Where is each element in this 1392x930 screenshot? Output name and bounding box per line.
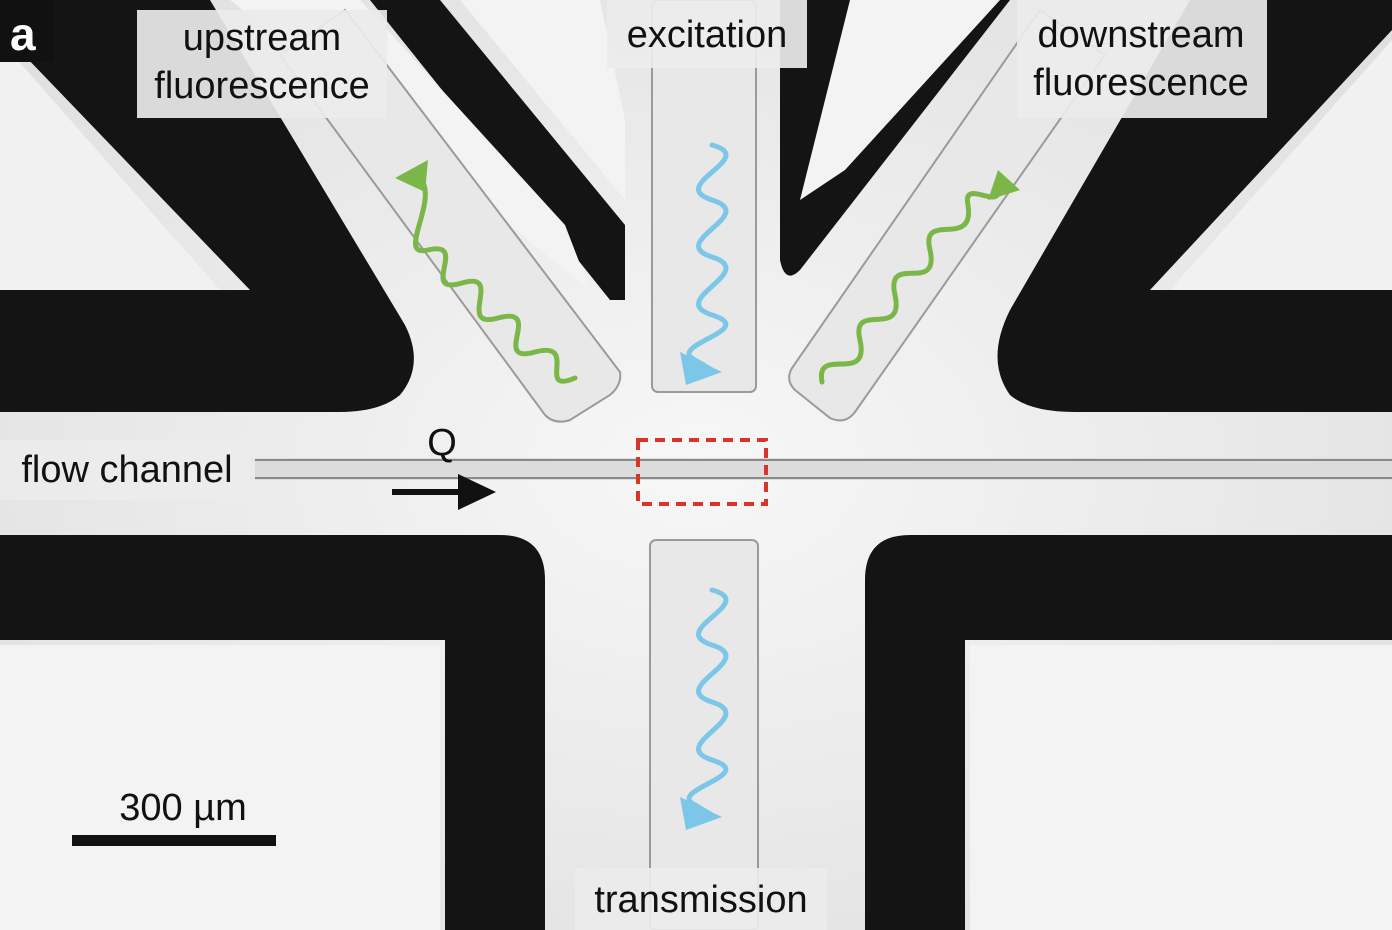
- flow-arrow-icon: [392, 474, 496, 510]
- label-downstream-line2: fluorescence: [1033, 62, 1248, 104]
- label-upstream-line2: fluorescence: [154, 65, 369, 107]
- scale-bar-icon: [72, 835, 276, 846]
- detection-box-icon: [636, 438, 768, 506]
- flow-channel: [250, 458, 1392, 480]
- waveguide-transmission: [649, 539, 759, 930]
- label-boxes: [0, 0, 1267, 930]
- excitation-wave-icon: [680, 142, 729, 385]
- transmission-wave-icon: [680, 587, 729, 830]
- label-downstream-line1: downstream: [1038, 14, 1245, 56]
- label-transmission: transmission: [594, 879, 807, 921]
- wall-bottom-left: [0, 535, 545, 930]
- label-upstream-line1: upstream: [183, 17, 341, 59]
- label-flow-channel: flow channel: [21, 449, 232, 491]
- label-flow-symbol: Q: [427, 422, 457, 464]
- panel-letter: a: [10, 8, 36, 60]
- wall-bottom-right: [865, 535, 1392, 930]
- label-scale-bar: 300 µm: [119, 787, 247, 829]
- upstream-fluorescence-wave-icon: [395, 160, 578, 384]
- wall-top-right: [997, 0, 1392, 412]
- panel-letter-box: [0, 0, 54, 62]
- label-excitation: excitation: [627, 14, 788, 56]
- wall-top-left: [0, 0, 414, 412]
- downstream-fluorescence-wave-icon: [818, 170, 1020, 385]
